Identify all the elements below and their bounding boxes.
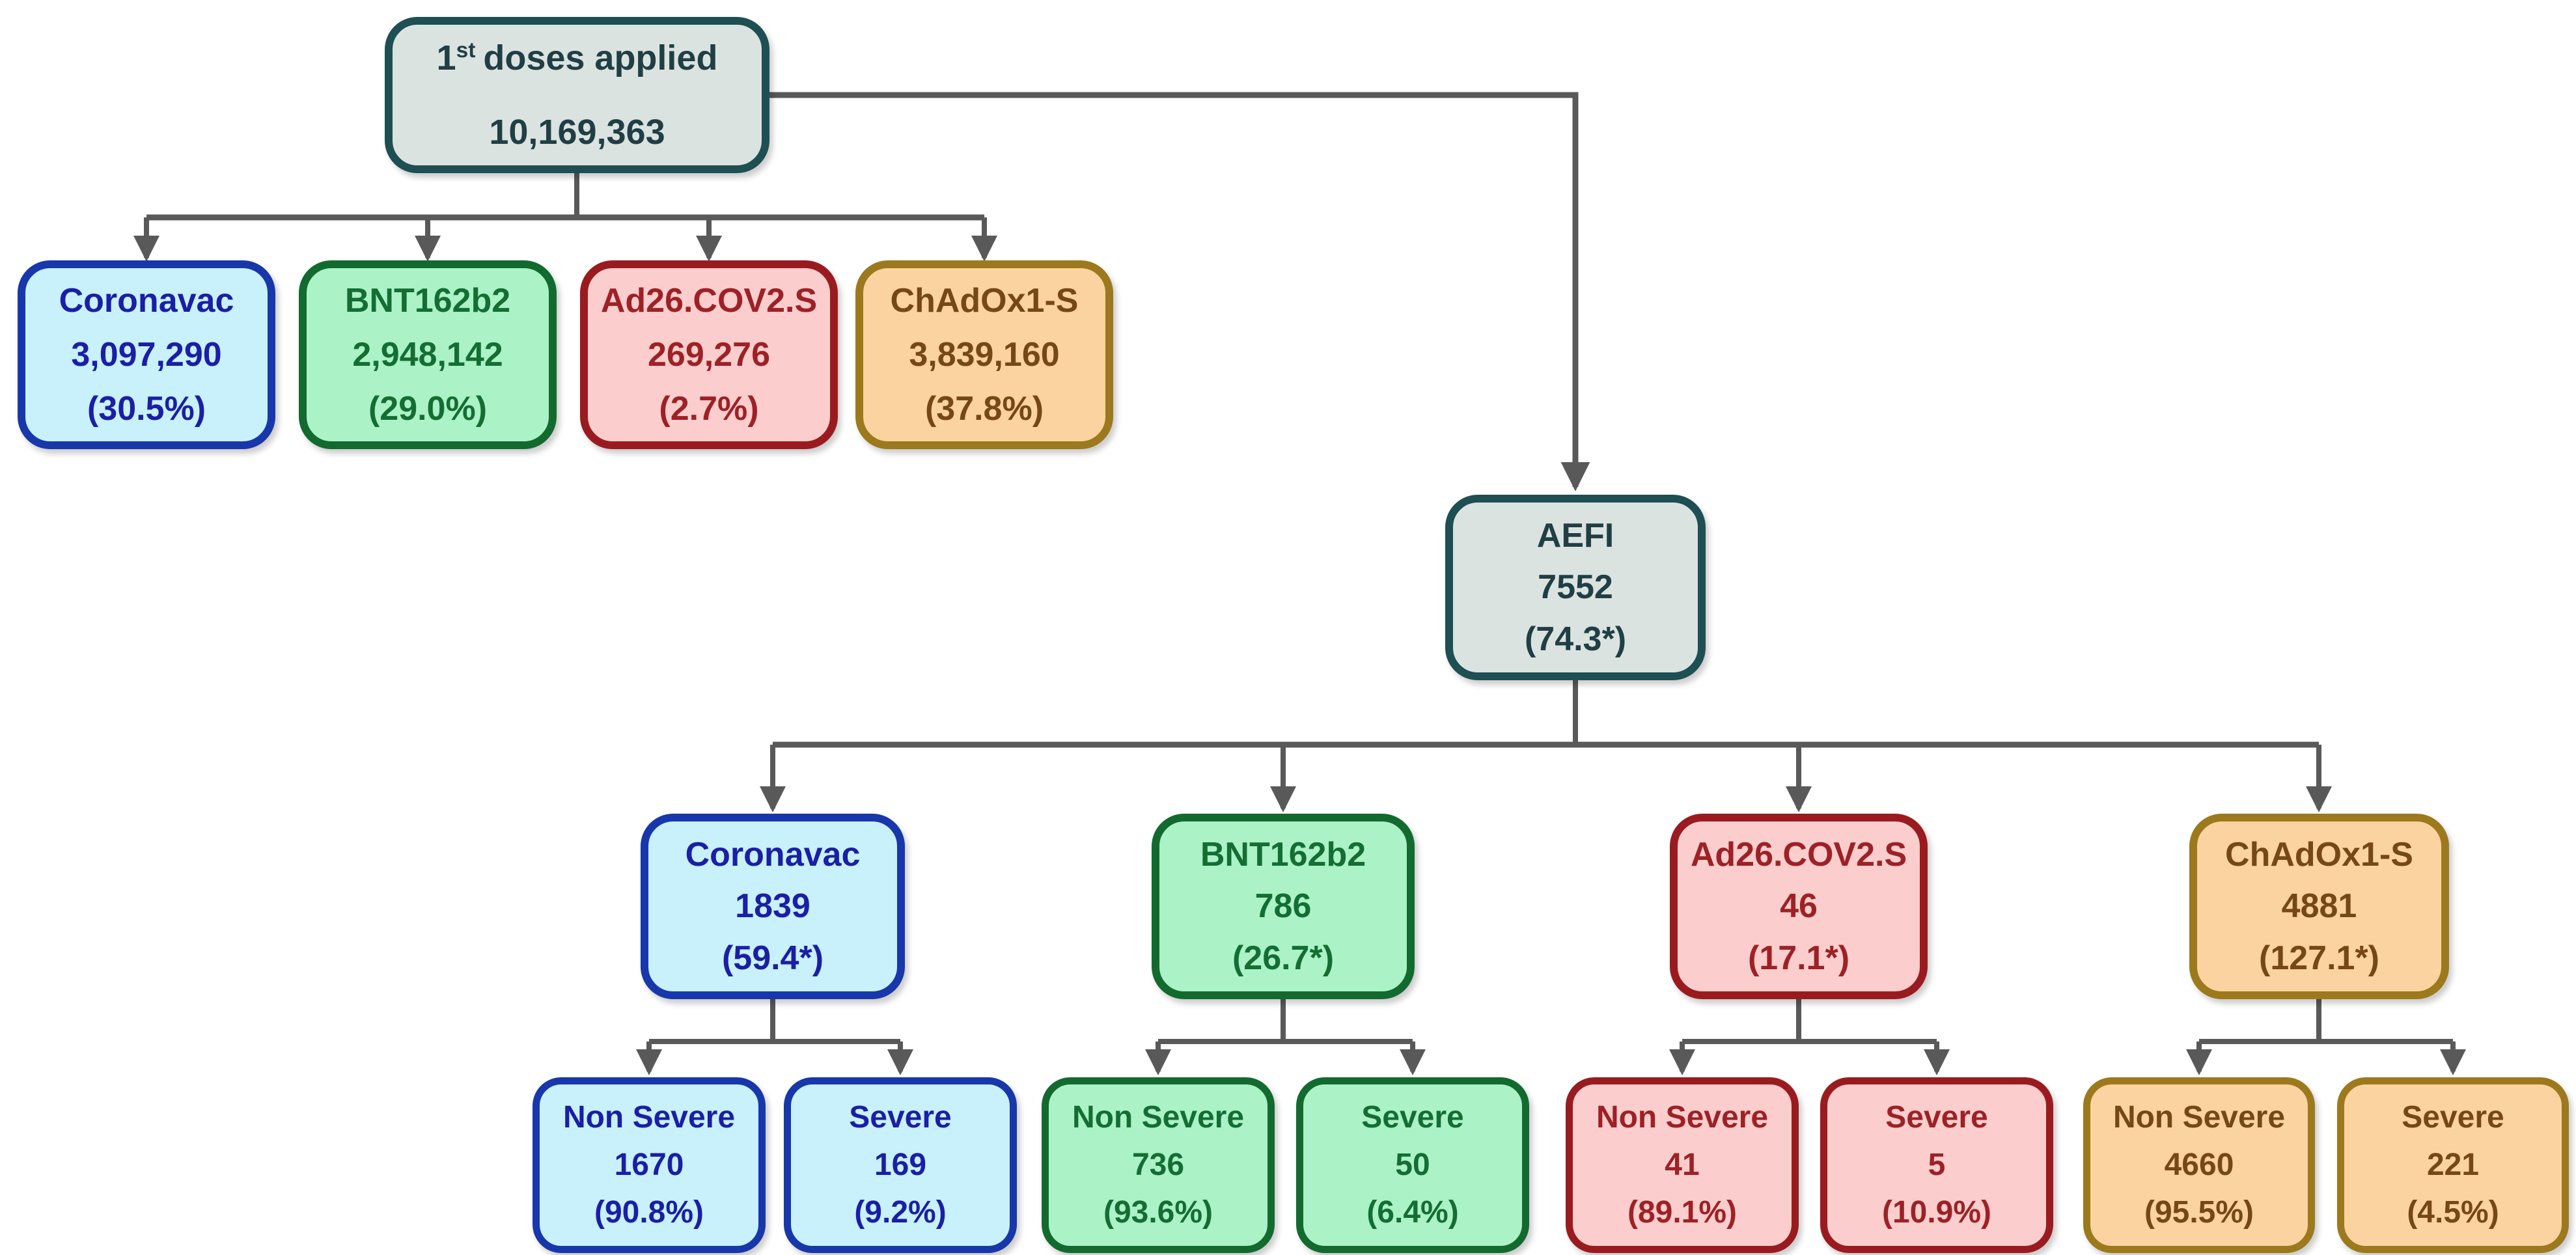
connector-bnt162b2-to-severity: [1145, 999, 1426, 1075]
node-value: 169: [874, 1148, 927, 1183]
node-percent: (10.9%): [1881, 1194, 1992, 1230]
node-label: Severe: [1361, 1100, 1464, 1135]
node-value: 41: [1665, 1148, 1700, 1183]
node-label: Coronavac: [685, 836, 861, 874]
node-value: 3,097,290: [71, 335, 222, 374]
node-label: ChAdOx1-S: [2225, 836, 2413, 874]
node-value: 3,839,160: [909, 335, 1060, 374]
node-doses-bnt162b2: BNT162b2 2,948,142 (29.0%): [299, 260, 557, 449]
node-doses-coronavac: Coronavac 3,097,290 (30.5%): [18, 260, 275, 449]
connector-root-to-doses: [133, 173, 997, 262]
node-value: 269,276: [648, 335, 770, 374]
node-percent: (59.4*): [721, 939, 824, 977]
node-label: Non Severe: [562, 1100, 736, 1135]
node-doses-ad26cov2s: Ad26.COV2.S 269,276 (2.7%): [580, 260, 838, 449]
node-label: Non Severe: [1072, 1100, 1245, 1135]
node-label: ChAdOx1-S: [890, 281, 1079, 320]
node-percent: (95.5%): [2144, 1194, 2254, 1230]
node-percent: (2.7%): [659, 390, 759, 428]
node-coronavac-non-severe: Non Severe 1670 (90.8%): [533, 1077, 766, 1253]
node-coronavac-severe: Severe 169 (9.2%): [784, 1077, 1017, 1253]
node-label: AEFI: [1536, 517, 1614, 555]
node-ad26cov2s-non-severe: Non Severe 41 (89.1%): [1566, 1077, 1799, 1253]
node-bnt162b2-non-severe: Non Severe 736 (93.6%): [1042, 1077, 1275, 1253]
node-aefi-bnt162b2: BNT162b2 786 (26.7*): [1152, 814, 1415, 999]
node-percent: (74.3*): [1524, 620, 1627, 658]
connector-chadox1-to-severity: [2186, 999, 2466, 1075]
node-label: Severe: [2402, 1100, 2504, 1135]
ordinal-suffix: st: [456, 38, 476, 62]
node-value: 221: [2426, 1148, 2480, 1183]
node-chadox1s-severe: Severe 221 (4.5%): [2337, 1077, 2569, 1253]
node-value: 4881: [2281, 887, 2357, 926]
node-value: 4660: [2164, 1148, 2234, 1183]
node-aefi-coronavac: Coronavac 1839 (59.4*): [641, 814, 905, 999]
node-percent: (37.8%): [924, 390, 1044, 428]
node-label: BNT162b2: [344, 281, 511, 320]
connector-ad26-to-severity: [1669, 999, 1950, 1075]
node-value: 5: [1928, 1148, 1946, 1183]
node-percent: (127.1*): [2259, 939, 2379, 977]
node-label: Severe: [1885, 1100, 1988, 1135]
node-chadox1s-non-severe: Non Severe 4660 (95.5%): [2083, 1077, 2315, 1253]
node-value: 1839: [735, 887, 810, 926]
node-percent: (90.8%): [594, 1194, 704, 1230]
connector-root-to-aefi: [769, 92, 1590, 491]
node-value: 786: [1254, 887, 1312, 926]
node-percent: (6.4%): [1366, 1194, 1459, 1230]
node-percent: (17.1*): [1747, 939, 1850, 977]
node-percent: (30.5%): [87, 390, 206, 428]
node-percent: (9.2%): [854, 1194, 947, 1230]
node-label: Non Severe: [1596, 1100, 1769, 1135]
node-aefi-chadox1s: ChAdOx1-S 4881 (127.1*): [2189, 814, 2449, 999]
node-percent: (29.0%): [368, 390, 488, 428]
node-ad26cov2s-severe: Severe 5 (10.9%): [1820, 1077, 2053, 1253]
node-value: 46: [1780, 887, 1818, 926]
node-aefi: AEFI 7552 (74.3*): [1445, 495, 1706, 680]
node-value: 7552: [1538, 568, 1613, 607]
node-percent: (89.1%): [1627, 1194, 1738, 1230]
node-percent: (93.6%): [1103, 1194, 1213, 1230]
connector-coronavac-to-severity: [636, 999, 913, 1075]
node-value: 736: [1131, 1148, 1185, 1183]
node-label: Severe: [849, 1100, 952, 1135]
node-label: Coronavac: [59, 281, 234, 320]
node-label: BNT162b2: [1200, 836, 1366, 874]
node-label: Ad26.COV2.S: [600, 281, 818, 320]
node-value: 10,169,363: [489, 113, 665, 152]
node-percent: (26.7*): [1232, 939, 1335, 977]
node-value: 50: [1395, 1148, 1430, 1183]
node-doses-chadox1s: ChAdOx1-S 3,839,160 (37.8%): [855, 260, 1113, 449]
node-bnt162b2-severe: Severe 50 (6.4%): [1296, 1077, 1529, 1253]
node-aefi-ad26cov2s: Ad26.COV2.S 46 (17.1*): [1670, 814, 1928, 999]
node-label: Ad26.COV2.S: [1690, 836, 1907, 874]
node-value: 2,948,142: [352, 335, 503, 374]
node-percent: (4.5%): [2407, 1194, 2499, 1230]
node-value: 1670: [614, 1148, 684, 1183]
connector-aefi-to-vaccines: [760, 680, 2332, 812]
node-label: Non Severe: [2112, 1100, 2286, 1135]
